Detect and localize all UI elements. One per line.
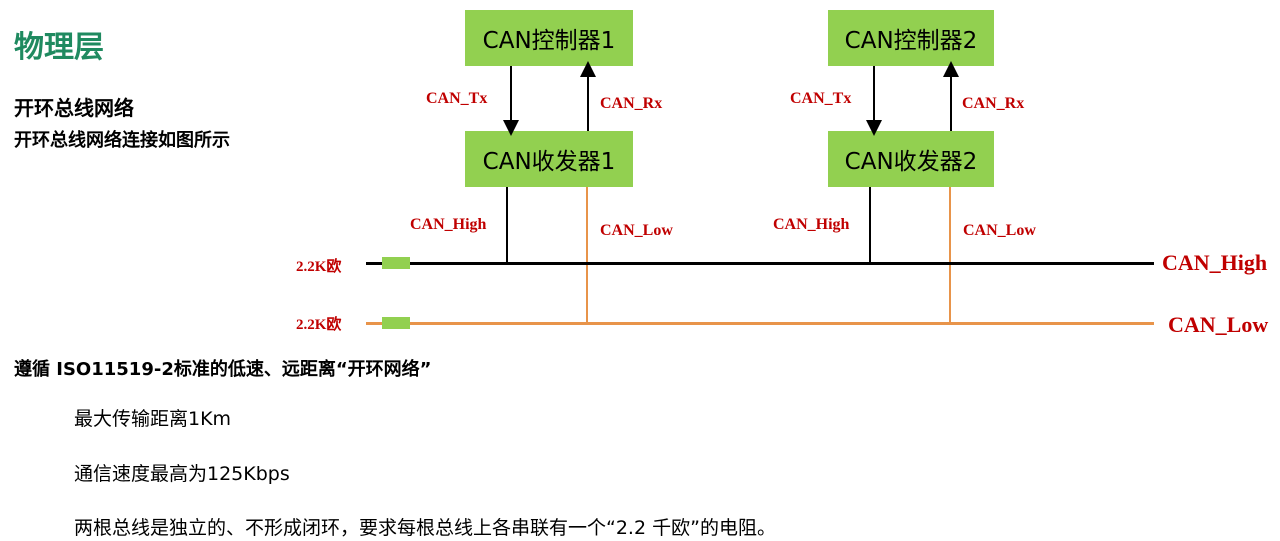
node1-high-wire — [506, 187, 508, 264]
node2-high-wire — [869, 187, 871, 264]
can-high-bus — [366, 262, 1154, 265]
resistor-low-label: 2.2K欧 — [296, 317, 342, 333]
can-low-bus — [366, 322, 1154, 325]
can-controller-1: CAN控制器1 — [465, 10, 633, 66]
node1-low-label: CAN_Low — [600, 222, 673, 239]
bus-low-label: CAN_Low — [1168, 312, 1269, 337]
point-max-speed: 通信速度最高为125Kbps — [74, 463, 290, 485]
diagram-caption: 开环总线网络连接如图所示 — [14, 130, 230, 151]
page-title: 物理层 — [14, 30, 104, 65]
resistor-high — [382, 257, 410, 269]
section-subtitle: 开环总线网络 — [14, 96, 134, 120]
can-transceiver-2: CAN收发器2 — [828, 131, 994, 187]
node1-rx-label: CAN_Rx — [600, 95, 663, 112]
node2-high-label: CAN_High — [773, 216, 850, 233]
node2-rx-label: CAN_Rx — [962, 95, 1025, 112]
can-transceiver-1: CAN收发器1 — [465, 131, 633, 187]
node1-high-label: CAN_High — [410, 216, 487, 233]
can-controller-2: CAN控制器2 — [828, 10, 994, 66]
point-resistor-requirement: 两根总线是独立的、不形成闭环，要求每根总线上各串联有一个“2.2 千欧”的电阻。 — [74, 517, 776, 539]
node2-tx-label: CAN_Tx — [790, 90, 852, 107]
node1-low-wire — [586, 187, 588, 324]
standard-statement: 遵循 ISO11519-2标准的低速、远距离“开环网络” — [14, 359, 432, 380]
resistor-high-label: 2.2K欧 — [296, 259, 342, 275]
node2-low-label: CAN_Low — [963, 222, 1036, 239]
node1-tx-label: CAN_Tx — [426, 90, 488, 107]
bus-high-label: CAN_High — [1162, 250, 1268, 275]
resistor-low — [382, 317, 410, 329]
node2-low-wire — [949, 187, 951, 324]
point-max-distance: 最大传输距离1Km — [74, 408, 232, 430]
